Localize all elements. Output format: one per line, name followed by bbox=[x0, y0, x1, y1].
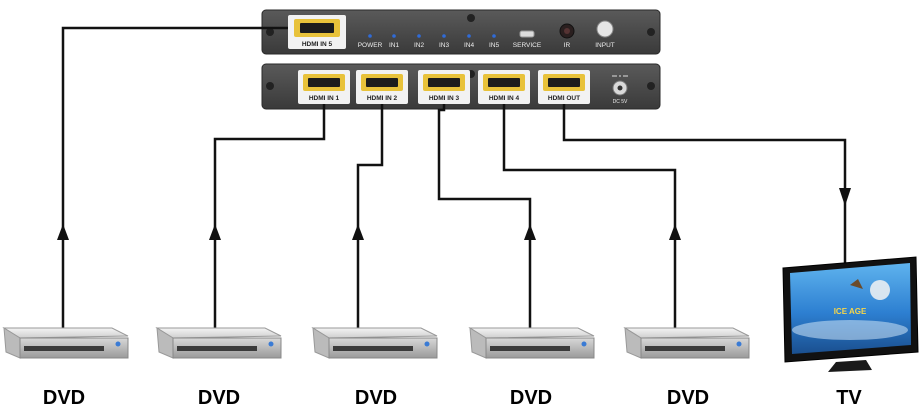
dvd-player-4 bbox=[468, 327, 595, 359]
arrow-up-icon bbox=[57, 224, 69, 240]
dvd-player-2 bbox=[155, 327, 282, 359]
screw-icon bbox=[647, 82, 655, 90]
dvd-label-3: DVD bbox=[355, 387, 397, 409]
hdmi-in3-label: HDMI IN 3 bbox=[429, 95, 460, 102]
arrow-up-icon bbox=[209, 224, 221, 240]
led-label-in3: IN3 bbox=[439, 42, 450, 49]
dc-label: DC 5V bbox=[613, 99, 628, 105]
arrow-up-icon bbox=[669, 224, 681, 240]
in5-led-icon bbox=[492, 34, 496, 38]
dvd-label-1: DVD bbox=[43, 387, 85, 409]
cable-dvd1-to-hdmi-in5 bbox=[61, 26, 288, 338]
led-label-power: POWER bbox=[358, 42, 383, 49]
service-label: SERVICE bbox=[513, 42, 542, 49]
rear-port-hdmi-out[interactable]: HDMI OUT bbox=[538, 70, 590, 104]
in4-led-icon bbox=[467, 34, 471, 38]
dc-power-jack[interactable]: DC 5V bbox=[612, 75, 628, 105]
cable-hdmi-out-to-tv bbox=[562, 104, 847, 265]
hdmi-in2-label: HDMI IN 2 bbox=[367, 95, 398, 102]
tv-screen-title: ICE AGE bbox=[834, 307, 867, 316]
led-row: POWER IN1 IN2 IN3 IN4 IN5 bbox=[358, 34, 500, 49]
screw-icon bbox=[266, 82, 274, 90]
rear-port-hdmi-in3[interactable]: HDMI IN 3 bbox=[418, 70, 470, 104]
in3-led-icon bbox=[442, 34, 446, 38]
dvd-label-4: DVD bbox=[510, 387, 552, 409]
screw-icon bbox=[647, 28, 655, 36]
hdmi-out-label: HDMI OUT bbox=[548, 95, 580, 102]
dvd-label-2: DVD bbox=[198, 387, 240, 409]
dvd-player-3 bbox=[311, 327, 438, 359]
rear-port-hdmi-in1[interactable]: HDMI IN 1 bbox=[298, 70, 350, 104]
hdmi-in4-label: HDMI IN 4 bbox=[489, 95, 520, 102]
dvd-label-5: DVD bbox=[667, 387, 709, 409]
hdmi-in5-label: HDMI IN 5 bbox=[302, 41, 333, 48]
cable-dvd3-to-hdmi-in2 bbox=[356, 104, 384, 338]
arrow-up-icon bbox=[352, 224, 364, 240]
device-labels: DVD DVD DVD DVD DVD TV bbox=[43, 387, 863, 409]
dvd-player-5 bbox=[623, 327, 750, 359]
switch-rear-panel: HDMI IN 1 HDMI IN 2 HDMI IN 3 HDMI IN 4 … bbox=[261, 63, 661, 110]
rear-port-hdmi-in2[interactable]: HDMI IN 2 bbox=[356, 70, 408, 104]
led-label-in2: IN2 bbox=[414, 42, 425, 49]
screw-icon bbox=[266, 28, 274, 36]
hdmi-in1-label: HDMI IN 1 bbox=[309, 95, 340, 102]
rear-port-hdmi-in4[interactable]: HDMI IN 4 bbox=[478, 70, 530, 104]
power-led-icon bbox=[368, 34, 372, 38]
led-label-in4: IN4 bbox=[464, 42, 475, 49]
led-label-in5: IN5 bbox=[489, 42, 500, 49]
arrow-down-icon bbox=[839, 188, 851, 206]
switch-front-panel: HDMI IN 5 POWER IN1 IN2 IN3 IN4 IN5 SERV… bbox=[261, 9, 661, 55]
cable-dvd4-to-hdmi-in3 bbox=[437, 104, 532, 338]
cable-dvd5-to-hdmi-in4 bbox=[502, 104, 677, 338]
in2-led-icon bbox=[417, 34, 421, 38]
screw-icon bbox=[467, 14, 475, 22]
tv-label: TV bbox=[836, 387, 862, 409]
arrow-up-icon bbox=[524, 224, 536, 240]
tv-stand bbox=[828, 360, 872, 372]
dvd-player-1 bbox=[2, 327, 129, 359]
in1-led-icon bbox=[392, 34, 396, 38]
cable-dvd2-to-hdmi-in1 bbox=[213, 104, 326, 338]
flow-arrows bbox=[57, 188, 851, 240]
input-button[interactable] bbox=[596, 20, 614, 38]
led-label-in1: IN1 bbox=[389, 42, 400, 49]
ir-label: IR bbox=[564, 42, 571, 49]
input-label: INPUT bbox=[595, 42, 615, 49]
service-port-icon[interactable] bbox=[519, 30, 535, 38]
tv-set: ICE AGE bbox=[782, 256, 919, 372]
